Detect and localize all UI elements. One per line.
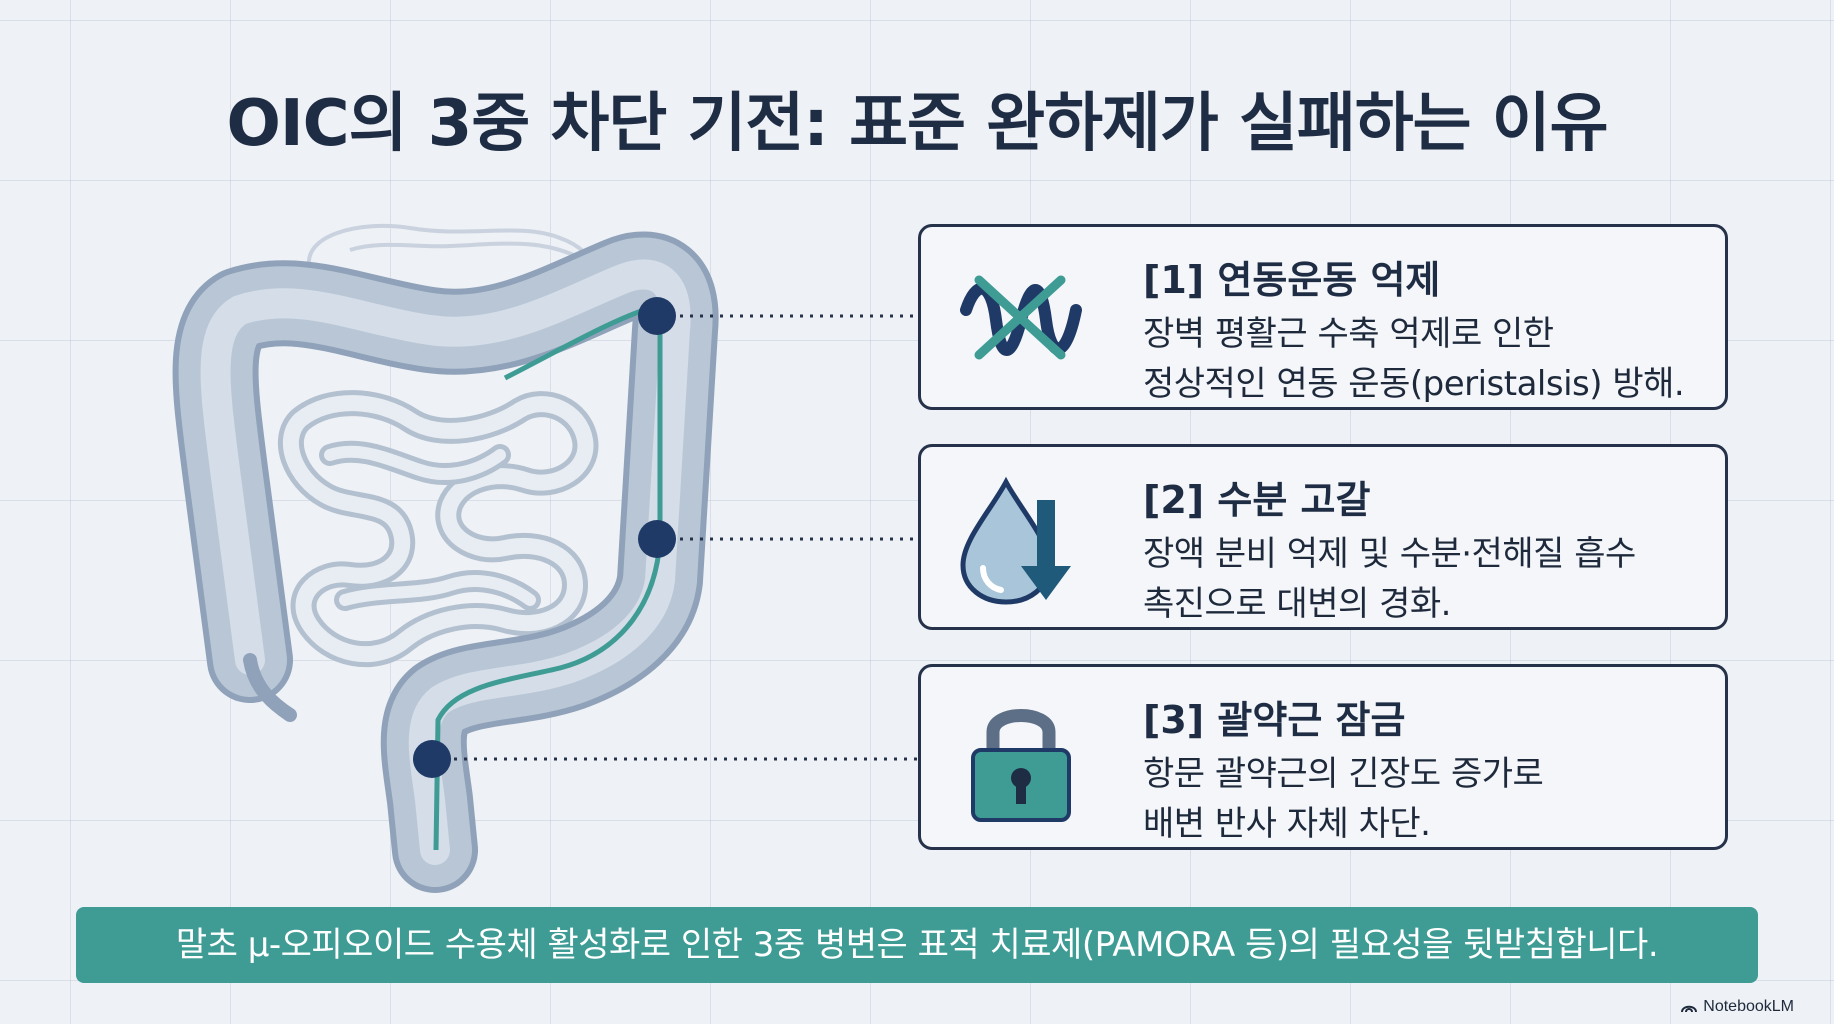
connector-lines bbox=[434, 314, 918, 761]
page-title: OIC의 3중 차단 기전: 표준 완하제가 실패하는 이유 bbox=[226, 87, 1608, 161]
crossed-wave-icon bbox=[960, 275, 1082, 360]
mechanism-card-sphincter-lock: [3] 괄약근 잠금 항문 괄약근의 긴장도 증가로 배변 반사 자체 차단. bbox=[918, 664, 1728, 850]
notebooklm-watermark: NotebookLM bbox=[1681, 998, 1794, 1016]
marker-dot-peristalsis bbox=[638, 297, 676, 335]
watermark-text: NotebookLM bbox=[1703, 998, 1794, 1015]
mechanism-card-peristalsis: [1] 연동운동 억제 장벽 평활근 수축 억제로 인한 정상적인 연동 운동(… bbox=[918, 224, 1728, 410]
mechanism-title: [1] 연동운동 억제 bbox=[1143, 258, 1441, 302]
colon bbox=[172, 231, 719, 893]
mechanism-title: [2] 수분 고갈 bbox=[1143, 478, 1371, 522]
mechanism-description: 장액 분비 억제 및 수분·전해질 흡수 촉진으로 대변의 경화. bbox=[1143, 534, 1636, 624]
marker-dot-sphincter bbox=[413, 740, 451, 778]
marker-dot-water bbox=[638, 520, 676, 558]
water-drop-down-arrow-icon bbox=[960, 476, 1071, 605]
footer-note-banner: 말초 μ-오피오이드 수용체 활성화로 인한 3중 병변은 표적 치료제(PAM… bbox=[76, 907, 1758, 983]
small-intestine bbox=[278, 390, 599, 668]
mechanism-description: 장벽 평활근 수축 억제로 인한 정상적인 연동 운동(peristalsis)… bbox=[1143, 314, 1685, 404]
mechanism-description: 항문 괄약근의 긴장도 증가로 배변 반사 자체 차단. bbox=[1143, 754, 1544, 844]
mechanism-title: [3] 괄약근 잠금 bbox=[1143, 698, 1406, 742]
mechanism-card-water-depletion: [2] 수분 고갈 장액 분비 억제 및 수분·전해질 흡수 촉진으로 대변의 … bbox=[918, 444, 1728, 630]
teal-pathway-line bbox=[433, 301, 663, 851]
padlock-icon bbox=[971, 709, 1071, 822]
notebooklm-logo-icon bbox=[1681, 1005, 1698, 1013]
